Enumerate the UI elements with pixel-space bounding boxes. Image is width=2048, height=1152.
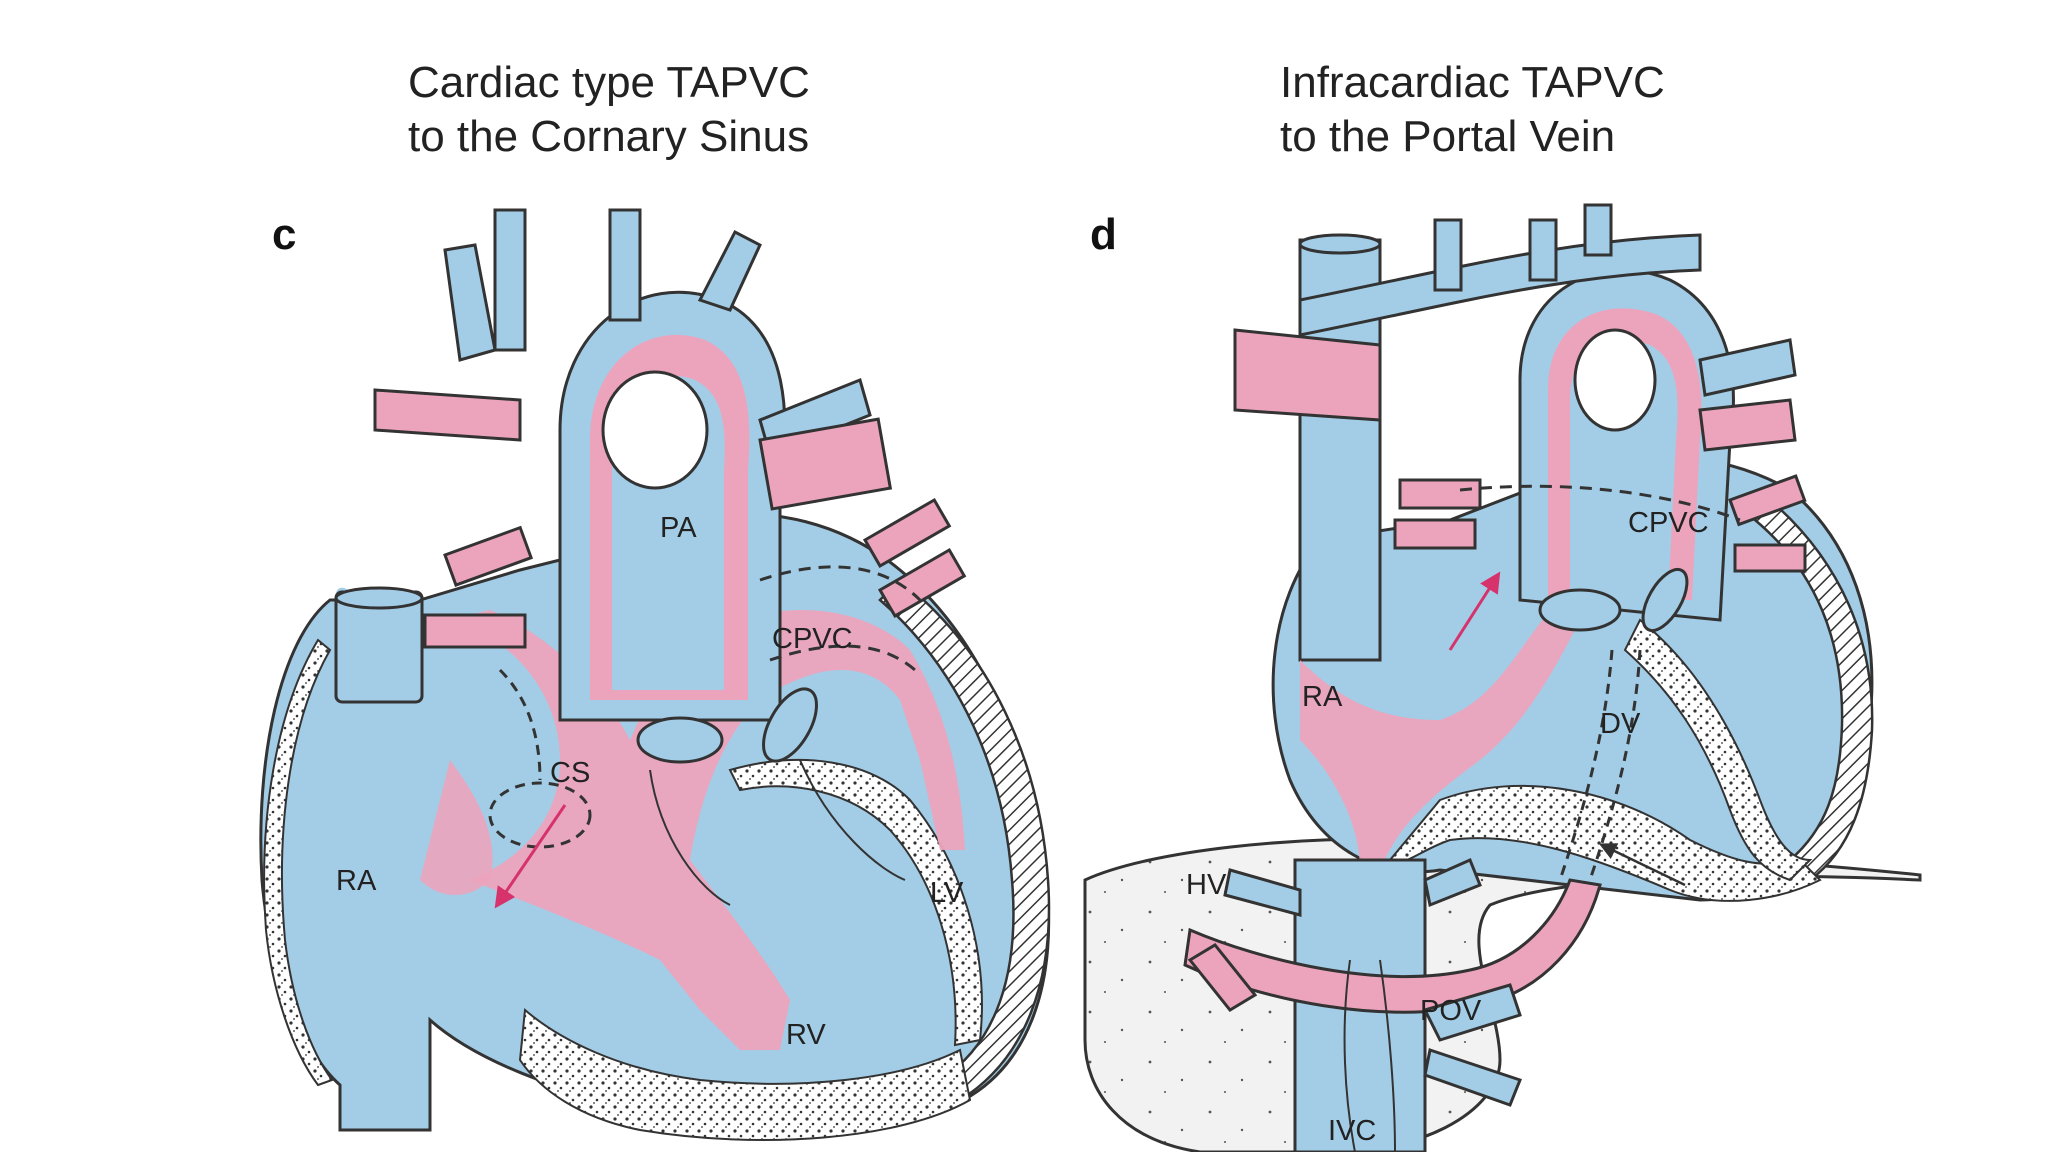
panel-d-right-pa [1698, 338, 1797, 397]
panel-c-cpvc-dashed [759, 565, 922, 602]
panel-c-pink-ra-flow [420, 760, 493, 895]
panel-d-pv-3 [1728, 474, 1807, 527]
panel-d-pv-4 [1733, 543, 1807, 573]
panel-d-hv-2 [1423, 857, 1482, 908]
panel-c-title-line2: to the Cornary Sinus [408, 112, 810, 161]
panel-d-pov-2 [1423, 1048, 1522, 1107]
panel-d-pv-2 [1393, 518, 1477, 550]
panel-d-portal-vein [1183, 878, 1602, 1014]
panel-c-branch-2 [608, 208, 642, 322]
panel-c-title: Cardiac type TAPVC to the Cornary Sinus [408, 56, 810, 164]
panel-c-cs-arrow [494, 804, 567, 909]
panel-c-title-line1: Cardiac type TAPVC [408, 58, 810, 107]
panel-d-dv-arrow [1598, 843, 1686, 887]
panel-c-cpvc-dashed-2 [769, 644, 916, 672]
panel-d-branch-1 [1433, 218, 1463, 292]
panel-c-label-rv: RV [786, 1019, 826, 1051]
panel-c-left-pa [373, 388, 522, 442]
panel-d-label-pov: POV [1420, 995, 1482, 1027]
panel-c-valve-2 [762, 687, 818, 763]
panel-c-label-pa: PA [660, 512, 697, 544]
panel-d-label-ivc: IVC [1328, 1115, 1376, 1147]
panel-c-ra-wall [263, 638, 334, 1087]
panel-d-right-pa-2 [1698, 398, 1797, 452]
panel-c-myocardium [518, 1007, 972, 1141]
panel-c-label-ra: RA [336, 865, 377, 897]
panel-d-left-pa [1233, 328, 1382, 422]
panel-d-pv-1 [1398, 478, 1482, 510]
panel-c-pv-4 [877, 547, 967, 619]
panel-d-dv-dashed-2 [1588, 649, 1642, 881]
panel-c-label-lv: LV [930, 877, 964, 909]
panel-c-letter: c [272, 210, 297, 259]
panel-d-label-cpvc: CPVC [1628, 507, 1709, 539]
panel-d-heart: CPVC RA DV HV POV IVC [1083, 203, 1922, 1152]
panel-d-pink-flow [1300, 600, 1590, 870]
panel-d-title-line1: Infracardiac TAPVC [1280, 58, 1665, 107]
panel-c-arch-hole [601, 370, 709, 490]
panel-c-pv-2 [423, 613, 527, 649]
panel-c-heart: PA CPVC CS RA LV RV [259, 208, 1051, 1141]
panel-c-svc-top [334, 586, 424, 610]
panel-d-dv-dashed [1558, 649, 1614, 881]
panel-c-branch-3 [697, 229, 762, 312]
panel-d-up-arrow [1448, 571, 1501, 651]
panel-d-pov [1422, 983, 1522, 1042]
panel-c-branch-1 [493, 208, 527, 352]
panel-c-label-cs: CS [550, 757, 590, 789]
panel-c-cs-ring [488, 781, 592, 849]
panel-d-title-line2: to the Portal Vein [1280, 112, 1616, 161]
panel-c-chordae [649, 759, 906, 906]
panel-d-ivc-lines [1343, 959, 1396, 1152]
panel-d-septum [1623, 618, 1813, 882]
panel-c-pv-3 [862, 497, 952, 569]
panel-d-portal-branch [1187, 943, 1258, 1012]
panel-d-branch-2 [1528, 218, 1558, 282]
panel-d-cpvc-dashed [1459, 484, 1741, 522]
panel-d-valve-2 [1641, 567, 1689, 633]
panel-c-valve-1 [636, 716, 724, 764]
panel-d-label-hv: HV [1186, 869, 1227, 901]
panel-c-label-cpvc: CPVC [772, 623, 853, 655]
panel-c-septum [728, 759, 983, 1047]
panel-d-valve-1 [1538, 588, 1622, 632]
panel-c-right-pa-2 [758, 417, 893, 511]
panel-d-label-dv: DV [1600, 708, 1641, 740]
panel-d-title: Infracardiac TAPVC to the Portal Vein [1280, 56, 1665, 164]
panel-c-cs-dashed [498, 668, 542, 781]
panel-d-letter: d [1090, 210, 1117, 259]
panel-d-arch-hole [1573, 328, 1657, 432]
panel-d-svc-top [1298, 233, 1382, 255]
panel-c-branch-4 [443, 243, 497, 362]
panel-d-hv [1223, 868, 1302, 917]
panel-d-branch-3 [1583, 203, 1613, 257]
panel-c-pv-1 [443, 525, 534, 587]
panel-d-label-ra: RA [1302, 681, 1343, 713]
